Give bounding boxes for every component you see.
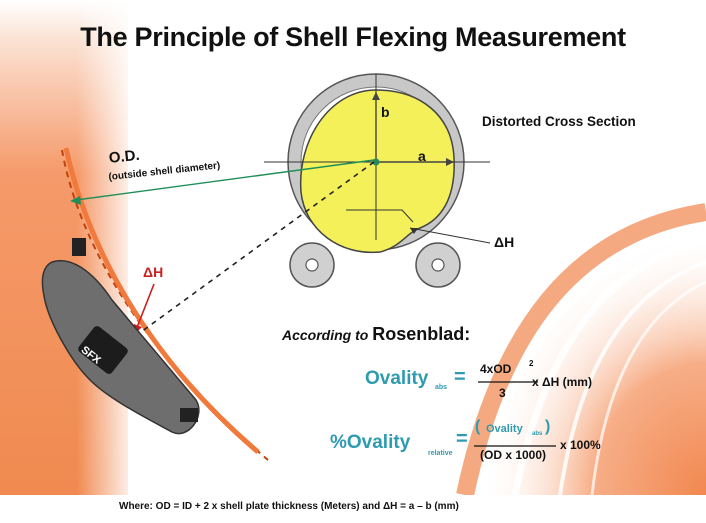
percent-ovality-rparen: ) — [545, 418, 551, 435]
percent-ovality-fraction-bar — [474, 445, 556, 447]
cross-section — [264, 73, 491, 288]
ovality-numerator: 4xOD — [480, 362, 512, 376]
delta-h-arrow — [135, 283, 155, 331]
percent-ovality-numerator-subscript: abs — [532, 431, 543, 437]
sensor-roller-bottom — [180, 408, 198, 422]
ovality-equals: = — [454, 366, 466, 388]
percent-ovality-subscript: relative — [428, 450, 453, 457]
delta-h-marker — [346, 209, 414, 223]
ovality-subscript: abs — [435, 384, 448, 391]
od-arrow — [75, 159, 375, 201]
a-label: a — [418, 148, 426, 164]
shell-plate — [63, 147, 260, 454]
percent-ovality-lparen: ( — [475, 418, 481, 435]
ovality-rest: x ΔH (mm) — [532, 375, 592, 389]
shell-segment — [41, 147, 375, 461]
distorted-shape — [299, 89, 455, 254]
ovality-name: Ovality — [365, 368, 429, 389]
footer-definition: Where: OD = ID + 2 x shell plate thickne… — [119, 501, 459, 512]
shell-delta-h-label: ΔH — [143, 264, 164, 280]
left-panel-fade — [0, 0, 128, 495]
right-orange-arcs — [456, 203, 706, 497]
slide-title: The Principle of Shell Flexing Measureme… — [80, 22, 626, 52]
percent-ovality-name: %Ovality — [330, 432, 411, 453]
ovality-fraction-bar — [478, 381, 538, 383]
ovality-exponent: 2 — [529, 359, 534, 368]
sfx-unit — [78, 326, 128, 374]
footer-band — [0, 495, 706, 523]
rosenblad-name: Rosenblad: — [372, 324, 471, 344]
sensor-roller-top — [72, 238, 86, 256]
according-to-heading: According to Rosenblad: — [282, 324, 470, 345]
according-text: According to — [282, 327, 369, 343]
b-label: b — [381, 104, 390, 120]
percent-ovality-denominator: (OD x 1000) — [480, 448, 547, 462]
percent-ovality-rest: x 100% — [560, 438, 601, 452]
distorted-cross-section-label: Distorted Cross Section — [482, 114, 636, 129]
ovality-denominator: 3 — [499, 386, 506, 400]
radius-dashed-line — [129, 161, 375, 341]
center-point — [372, 158, 380, 166]
od-label: O.D. — [108, 146, 141, 167]
percent-ovality-equals: = — [456, 428, 468, 450]
percent-ovality-numerator: Ovality — [486, 423, 523, 435]
cross-section-delta-h-label: ΔH — [494, 234, 515, 250]
